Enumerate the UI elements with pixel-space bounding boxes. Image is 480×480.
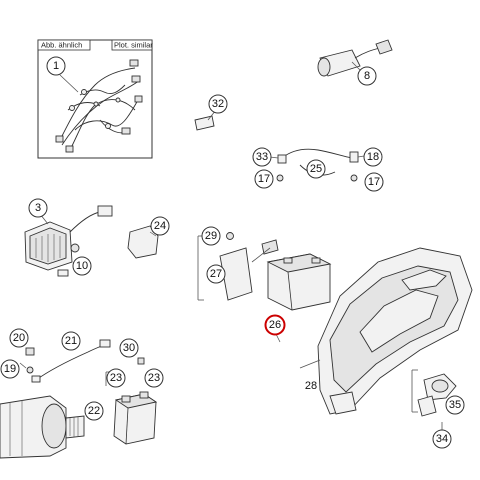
callout-10[interactable]: 10 [72, 256, 92, 276]
svg-text:20: 20 [13, 332, 25, 344]
svg-text:26: 26 [269, 319, 281, 331]
inset-left-text: Abb. ähnlich [41, 41, 82, 50]
callout-28[interactable]: 28 [305, 380, 317, 392]
svg-text:29: 29 [205, 230, 217, 242]
svg-text:17: 17 [258, 173, 270, 185]
part-3-drawing [24, 205, 113, 277]
svg-text:34: 34 [436, 433, 448, 445]
svg-text:17: 17 [368, 176, 380, 188]
callout-25[interactable]: 25 [306, 159, 326, 179]
part-27-bracket-drawing [197, 232, 279, 301]
callout-33[interactable]: 33 [252, 147, 272, 167]
svg-text:35: 35 [449, 399, 461, 411]
inset-right-text: Plot. similar [114, 41, 153, 50]
callout-3[interactable]: 3 [28, 198, 48, 218]
inset-wiring-harness: Abb. ähnlich Plot. similar [37, 39, 153, 159]
svg-text:10: 10 [76, 260, 88, 272]
callout-24[interactable]: 24 [150, 216, 170, 236]
part-21-cable-drawing [19, 339, 111, 383]
part-22-relay-drawing [105, 357, 158, 445]
svg-text:30: 30 [123, 342, 135, 354]
callout-1[interactable]: 1 [46, 56, 66, 76]
callout-29[interactable]: 29 [201, 226, 221, 246]
part-28-airbox-drawing [299, 247, 473, 415]
svg-text:27: 27 [210, 268, 222, 280]
svg-text:21: 21 [65, 335, 77, 347]
inset-tab-right [111, 39, 153, 51]
callout-34[interactable]: 34 [432, 429, 452, 449]
svg-text:28: 28 [305, 380, 317, 392]
callout-18[interactable]: 18 [363, 147, 383, 167]
svg-text:22: 22 [88, 405, 100, 417]
svg-text:8: 8 [364, 70, 370, 82]
part-24-drawing [127, 225, 159, 259]
callout-23-left[interactable]: 23 [106, 368, 126, 388]
callout-19[interactable]: 19 [0, 359, 20, 379]
svg-text:23: 23 [148, 372, 160, 384]
part-8-drawing [317, 39, 393, 77]
svg-text:23: 23 [110, 372, 122, 384]
callout-20[interactable]: 20 [9, 328, 29, 348]
svg-text:3: 3 [35, 202, 41, 214]
callout-30[interactable]: 30 [119, 338, 139, 358]
callout-32[interactable]: 32 [208, 94, 228, 114]
callout-27[interactable]: 27 [206, 264, 226, 284]
battery-drawing [266, 253, 332, 311]
part-32-drawing [194, 109, 217, 131]
starter-motor-drawing [0, 395, 85, 459]
wiring-harness-drawing [55, 59, 143, 153]
part-34-drawing [411, 369, 457, 430]
svg-text:25: 25 [310, 163, 322, 175]
callouts: 1 8 32 33 25 18 17 17 3 24 10 29 27 26 2… [0, 56, 465, 449]
callout-8[interactable]: 8 [357, 66, 377, 86]
inset-tab-left [37, 39, 91, 51]
callout-26-highlighted[interactable]: 26 [264, 314, 286, 336]
callout-21[interactable]: 21 [61, 331, 81, 351]
svg-text:18: 18 [367, 151, 379, 163]
svg-text:33: 33 [256, 151, 268, 163]
svg-text:19: 19 [4, 363, 16, 375]
svg-text:32: 32 [212, 98, 224, 110]
callout-17-left[interactable]: 17 [254, 169, 274, 189]
svg-text:1: 1 [53, 60, 59, 72]
callout-17-right[interactable]: 17 [364, 172, 384, 192]
svg-text:24: 24 [154, 220, 166, 232]
callout-35[interactable]: 35 [445, 395, 465, 415]
callout-22[interactable]: 22 [84, 401, 104, 421]
callout-23-right[interactable]: 23 [144, 368, 164, 388]
